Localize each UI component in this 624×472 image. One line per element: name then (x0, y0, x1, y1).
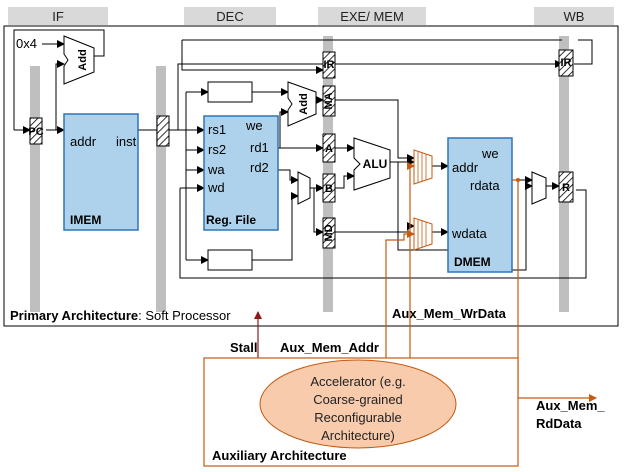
reg-b (322, 173, 336, 203)
constant-0x4: 0x4 (16, 36, 37, 51)
rf-rd2: rd2 (250, 160, 269, 175)
reg-a-label: A (325, 143, 333, 155)
aux-mem-rddata-label-1: Aux_Mem_ (536, 398, 605, 413)
imem-addr: addr (70, 134, 97, 149)
accelerator-line-1: Accelerator (e.g. (310, 374, 405, 389)
add-if: Add (63, 35, 95, 85)
stage-band-if (8, 7, 108, 25)
dmem-wdata: wdata (451, 226, 487, 241)
primary-rest: : Soft Processor (138, 308, 231, 323)
wb-registers: IR R (558, 49, 574, 203)
dmem-rdata: rdata (470, 178, 500, 193)
dmem-addr: addr (452, 160, 479, 175)
reg-md (322, 217, 336, 249)
dmem: we addr rdata wdata DMEM (447, 137, 513, 273)
rf-rs1: rs1 (208, 122, 226, 137)
add-if-label: Add (77, 49, 89, 70)
stage-band-exe (318, 7, 426, 25)
imm-box-top (207, 81, 253, 103)
auxiliary-architecture: Accelerator (e.g. Coarse-grained Reconfi… (203, 357, 519, 467)
aux-mem-wrdata-label: Aux_Mem_WrData (392, 306, 507, 321)
imem: addr inst IMEM (63, 113, 139, 231)
add-dec-label: Add (298, 93, 310, 114)
stage-headers: IF DEC EXE/ MEM WB (8, 7, 614, 25)
dmem-we: we (481, 146, 499, 161)
rf-title: Reg. File (206, 213, 256, 227)
aux-mem-rddata-label-2: RdData (536, 416, 582, 431)
pc-label: PC (28, 126, 43, 138)
reg-r (558, 171, 574, 203)
accelerator-line-2: Coarse-grained (313, 392, 403, 407)
aux-muxes (413, 149, 433, 251)
aux-wires (385, 162, 597, 402)
stall-label: Stall (230, 340, 257, 355)
accelerator-line-3: Reconfigurable (314, 410, 401, 425)
accelerator-line-4: Architecture) (321, 428, 395, 443)
stage-band-wb (534, 7, 614, 25)
rf-wd: wd (207, 180, 225, 195)
dmem-title: DMEM (454, 255, 491, 269)
stage-if: IF (52, 9, 64, 24)
alu: ALU (353, 137, 391, 191)
stage-band-dec (184, 7, 276, 25)
rf-we: we (245, 118, 263, 133)
imm-box-bottom (207, 249, 253, 271)
reg-md-label: MD (323, 224, 335, 241)
reg-ir-wb (558, 49, 574, 77)
primary-caption: Primary Architecture: Soft Processor (10, 308, 231, 323)
rf-rs2: rs2 (208, 142, 226, 157)
reg-r-label: R (562, 182, 570, 194)
reg-b-label: B (325, 183, 333, 195)
stage-wb: WB (564, 9, 585, 24)
rf-rd1: rd1 (250, 140, 269, 155)
datapath-wires (13, 29, 593, 279)
reg-ma-label: MA (323, 92, 335, 109)
aux-mem-addr-label: Aux_Mem_Addr (280, 340, 379, 355)
auxiliary-title: Auxiliary Architecture (212, 448, 347, 463)
reg-ir-wb-label: IR (561, 57, 572, 69)
imem-inst: inst (116, 134, 137, 149)
primary-bold: Primary Architecture (10, 308, 138, 323)
if-dec-register (156, 115, 170, 147)
stage-exe-mem: EXE/ MEM (340, 9, 404, 24)
reg-a (322, 133, 336, 163)
dec-mux (297, 171, 311, 205)
reg-ma (322, 85, 336, 117)
reg-ir-exe-label: IR (324, 59, 335, 71)
add-dec: Add (287, 81, 317, 127)
exe-registers: IR MA A B MD (322, 51, 336, 249)
alu-label: ALU (363, 157, 388, 171)
register-file: rs1 we rs2 rd1 wa rd2 wd Reg. File (203, 115, 279, 231)
reg-ir-exe (322, 51, 336, 79)
imem-title: IMEM (70, 213, 101, 227)
primary-architecture-frame (3, 25, 619, 327)
pc-register: PC (28, 117, 44, 145)
wb-mux (531, 171, 547, 205)
rdata-tap-dot (516, 178, 520, 182)
rf-wa: wa (207, 162, 225, 177)
stage-dec: DEC (216, 9, 243, 24)
accelerator-ellipse (259, 359, 457, 449)
